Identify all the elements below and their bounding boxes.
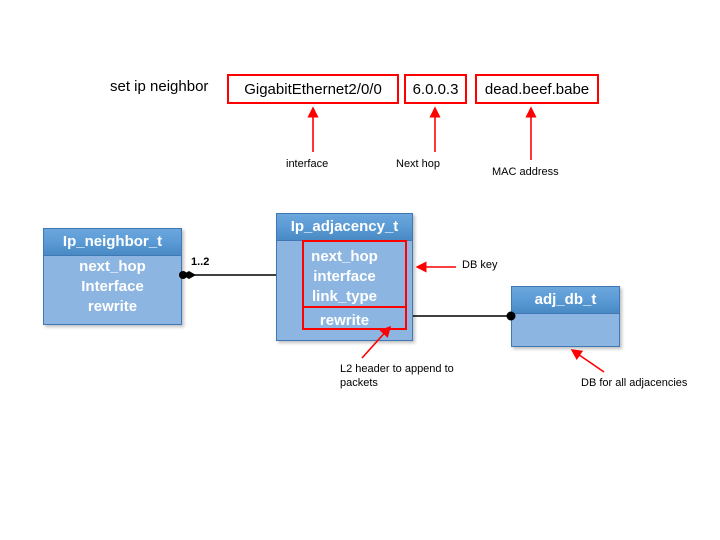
callout-next-hop-label: Next hop — [396, 158, 441, 170]
annotation-l2-header: L2 header to append to packets — [340, 363, 454, 389]
class-fields-ip-adjacency: next_hop interface link_type rewrite — [277, 241, 412, 331]
multiplicity-label: 1..2 — [191, 256, 210, 268]
class-field: rewrite — [87, 298, 138, 315]
command-field-next-hop-value: 6.0.0.3 — [412, 80, 459, 98]
annotation-db-all-adjacencies: DB for all adjacencies — [581, 377, 688, 389]
command-field-mac: dead.beef.babe — [475, 74, 599, 104]
class-fields-adj-db — [512, 314, 619, 315]
annotation-db-key: DB key — [462, 259, 498, 271]
command-label: set ip neighbor — [110, 78, 209, 95]
class-fields-ip-neighbor: next_hop Interface rewrite — [44, 256, 181, 317]
command-field-interface-value: GigabitEthernet2/0/0 — [244, 80, 382, 98]
class-field: Interface — [81, 278, 144, 295]
callout-interface-label: interface — [286, 158, 329, 170]
command-field-next-hop: 6.0.0.3 — [404, 74, 467, 104]
class-box-ip-adjacency: Ip_adjacency_t next_hop interface link_t… — [276, 213, 413, 341]
class-title-adj-db: adj_db_t — [512, 287, 619, 314]
class-field: link_type — [311, 288, 378, 305]
class-field: next_hop — [79, 258, 146, 275]
command-field-mac-value: dead.beef.babe — [484, 80, 590, 98]
class-title-ip-neighbor: Ip_neighbor_t — [44, 229, 181, 256]
class-field: interface — [313, 268, 376, 285]
class-field: rewrite — [319, 312, 370, 329]
association-adjacency-adjdb — [413, 311, 516, 321]
class-box-ip-neighbor: Ip_neighbor_t next_hop Interface rewrite — [43, 228, 182, 325]
callout-mac-address-label: MAC address — [492, 166, 559, 178]
command-field-interface: GigabitEthernet2/0/0 — [227, 74, 399, 104]
class-box-adj-db: adj_db_t — [511, 286, 620, 347]
association-neighbor-adjacency — [179, 271, 276, 279]
highlight-rect-db-key — [302, 240, 407, 308]
class-field: next_hop — [311, 248, 378, 265]
class-title-ip-adjacency: Ip_adjacency_t — [277, 214, 412, 241]
highlight-rect-rewrite — [302, 306, 407, 330]
annotation-arrow-db-all-adjacencies — [570, 349, 605, 373]
